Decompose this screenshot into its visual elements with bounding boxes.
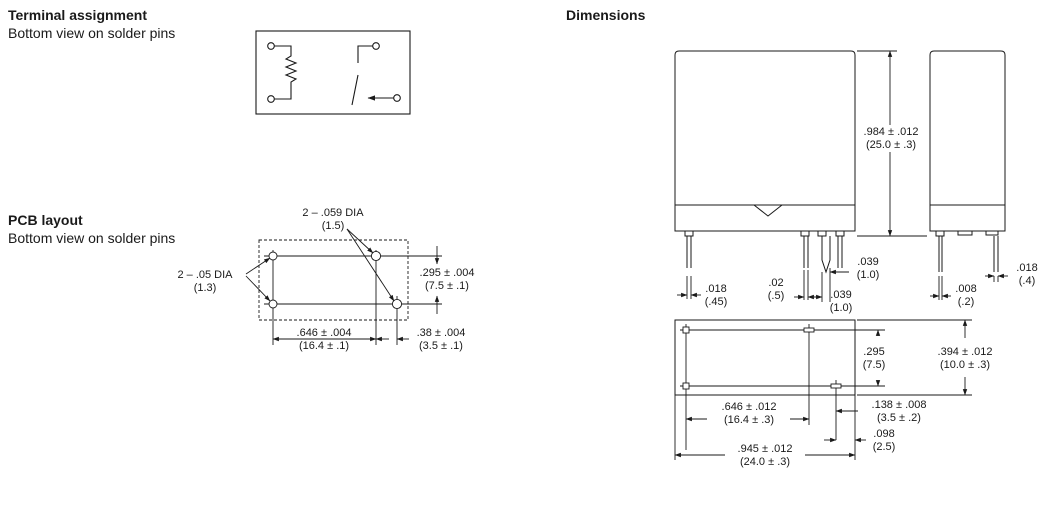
gap-a-label-mm: (.5)	[768, 290, 785, 302]
front-pin-stub-1	[684, 230, 694, 237]
side-pin-b-label-mm: (.4)	[1019, 275, 1036, 287]
coil-resistor-symbol	[274, 45, 298, 100]
pitch-v-label: .295 ± .004	[420, 267, 475, 279]
bottom-pitch-v-label-mm: (7.5)	[863, 359, 886, 371]
relay-front-notch	[753, 204, 783, 217]
bottom-pitch-h-label: .646 ± .012	[722, 401, 777, 413]
terminal-assignment-section: Terminal assignment Bottom view on solde…	[8, 7, 411, 115]
gap-c-label: .039	[857, 256, 878, 268]
pcb-hole-large-2	[391, 298, 403, 310]
bottom-pitch-v-label: .295	[863, 346, 884, 358]
front-pin-stub-4	[835, 230, 845, 237]
bottom-length-label: .945 ± .012	[738, 443, 793, 455]
gap-b-label-mm: (1.0)	[830, 302, 853, 314]
dimensions-section: Dimensions .984 ± .012 (25.	[566, 7, 1038, 468]
pcb-hole-small-1	[268, 251, 278, 261]
hole-small-leader-1	[245, 257, 271, 275]
bottom-pin-label-mm: (2.5)	[873, 441, 896, 453]
pitch-h-label-mm: (16.4 ± .1)	[299, 340, 349, 352]
bottom-offset-label-mm: (3.5 ± .2)	[877, 412, 921, 424]
pitch-v-label-mm: (7.5 ± .1)	[425, 280, 469, 292]
side-pin-stub-1	[935, 230, 945, 237]
hole-large-leader-2	[346, 228, 395, 302]
dimensions-title: Dimensions	[566, 7, 646, 23]
side-stub-3	[985, 230, 999, 236]
height-label: .984 ± .012	[864, 126, 919, 138]
terminal-schematic	[255, 30, 411, 115]
relay-bottom-outline	[674, 319, 856, 396]
pitch-h-label: .646 ± .004	[297, 327, 352, 339]
pcb-subtitle: Bottom view on solder pins	[8, 230, 175, 246]
bottom-pin-1	[682, 326, 690, 334]
side-pin-b-label: .018	[1016, 262, 1037, 274]
gap-c-label-mm: (1.0)	[857, 269, 880, 281]
pcb-outline	[258, 239, 409, 321]
side-pin-a-label-mm: (.2)	[958, 296, 975, 308]
contact-pin-right	[393, 94, 401, 102]
contact-lead-top	[357, 45, 373, 63]
hole-large-leader-1	[346, 228, 374, 254]
hole-small-leader-2	[245, 275, 271, 302]
pin-width-label-mm: (.45)	[705, 296, 728, 308]
terminal-subtitle: Bottom view on solder pins	[8, 25, 175, 41]
side-stub-2	[957, 230, 973, 236]
gap-b-label: .039	[830, 289, 851, 301]
hole-small-label-mm: (1.3)	[194, 282, 217, 294]
bottom-width-label-mm: (10.0 ± .3)	[940, 359, 990, 371]
bottom-length-label-mm: (24.0 ± .3)	[740, 456, 790, 468]
contact-pin-top	[372, 42, 380, 50]
front-pin-3	[821, 236, 831, 274]
bottom-pin-3	[803, 327, 815, 333]
side-pin-a-label: .008	[955, 283, 976, 295]
height-label-mm: (25.0 ± .3)	[866, 139, 916, 151]
hole-small-label: 2 – .05 DIA	[177, 269, 233, 281]
terminal-title: Terminal assignment	[8, 7, 147, 23]
relay-front-body	[674, 50, 856, 232]
bottom-pin-2	[682, 382, 690, 390]
bottom-width-label: .394 ± .012	[938, 346, 993, 358]
front-pin-stub-2	[800, 230, 810, 237]
schematic-frame	[255, 30, 411, 115]
coil-pin-bottom	[267, 95, 275, 103]
bottom-pitch-h-label-mm: (16.4 ± .3)	[724, 414, 774, 426]
pcb-layout-section: PCB layout Bottom view on solder pins	[8, 207, 474, 352]
pcb-hole-small-2	[268, 299, 278, 309]
pcb-title: PCB layout	[8, 212, 83, 228]
coil-pin-top	[267, 42, 275, 50]
hole-large-label-mm: (1.5)	[322, 220, 345, 232]
contact-switch-arm	[351, 74, 359, 106]
relay-side-body	[929, 50, 1006, 232]
bottom-offset-label: .138 ± .008	[872, 399, 927, 411]
bottom-pin-label: .098	[873, 428, 894, 440]
gap-a-label: .02	[768, 277, 783, 289]
hole-large-label: 2 – .059 DIA	[302, 207, 364, 219]
bottom-pin-4	[830, 383, 842, 389]
offset-label: .38 ± .004	[417, 327, 466, 339]
front-pin-stub-3	[817, 230, 827, 237]
pin-width-label: .018	[705, 283, 726, 295]
pcb-hole-large-1	[370, 250, 382, 262]
offset-label-mm: (3.5 ± .1)	[419, 340, 463, 352]
